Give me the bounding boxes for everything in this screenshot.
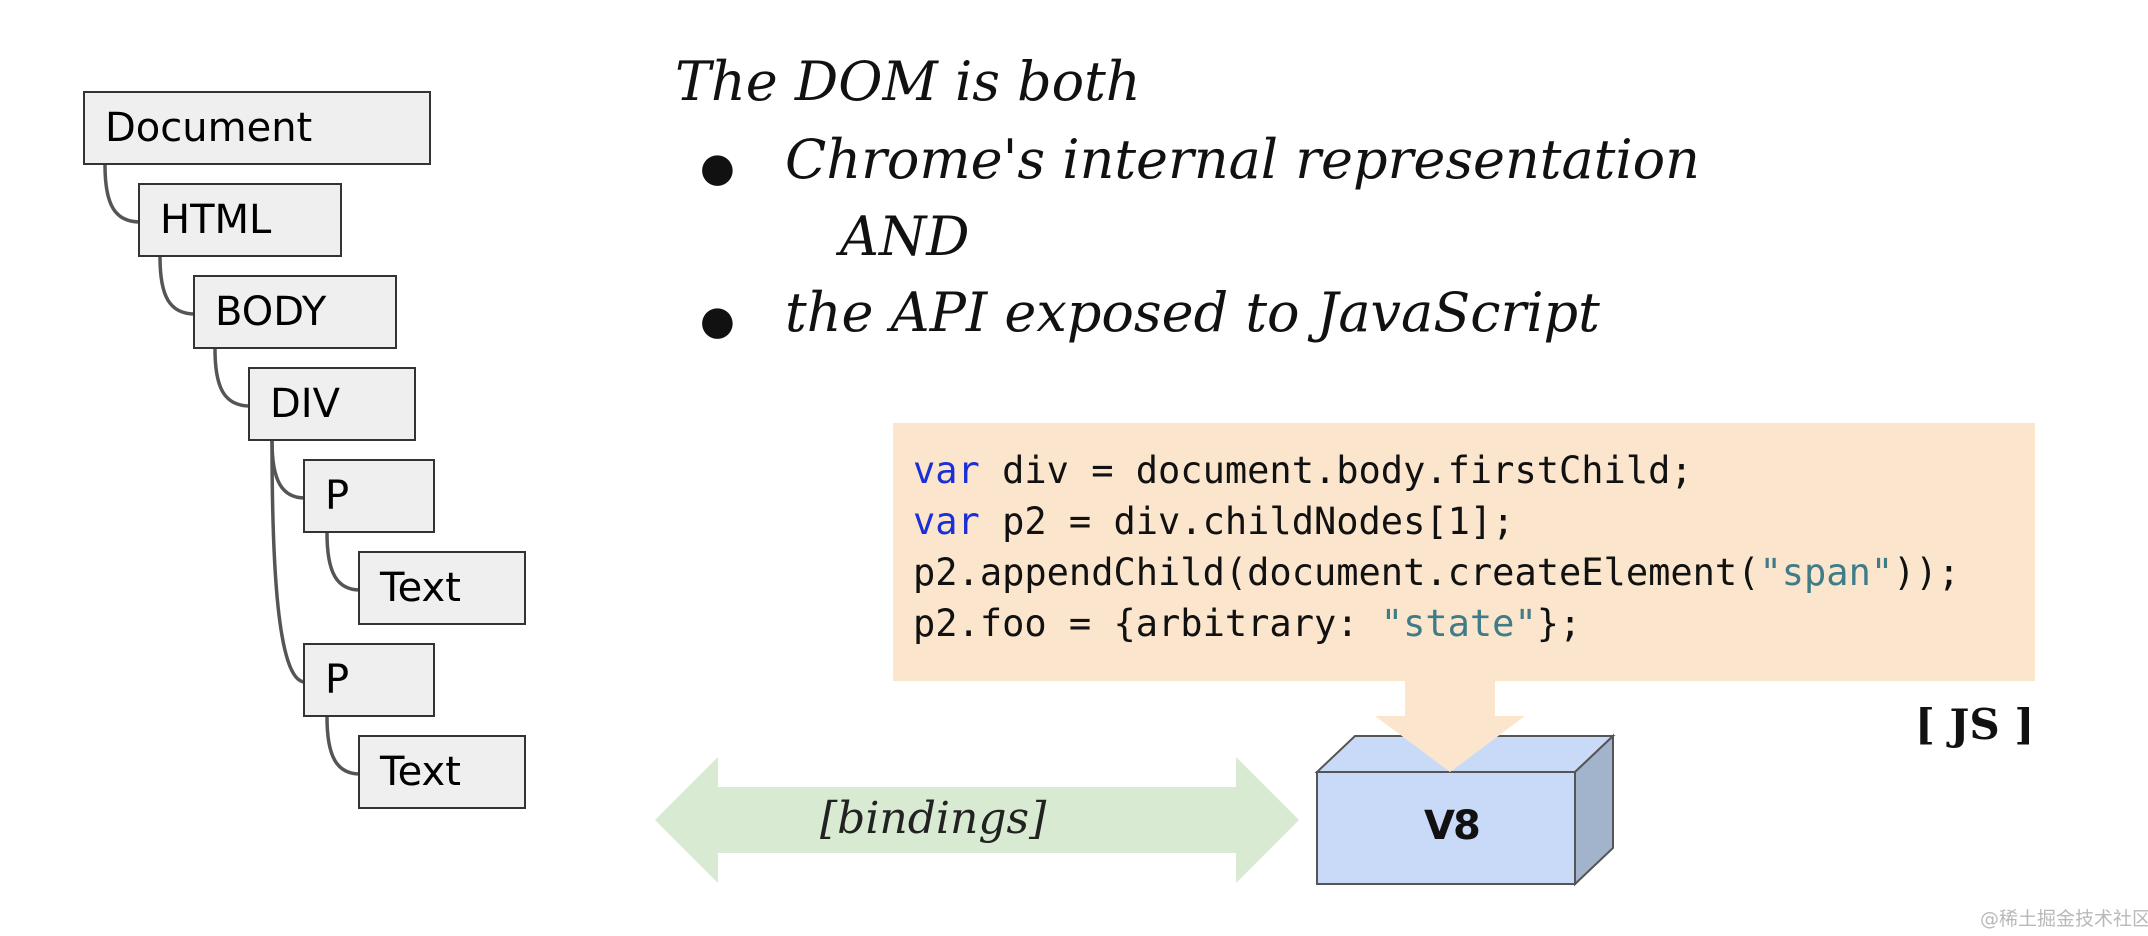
code-text: )); xyxy=(1893,551,1960,594)
code-string: "state" xyxy=(1380,602,1537,645)
bindings-label: [bindings] xyxy=(820,793,1047,844)
code-string: "span" xyxy=(1759,551,1894,594)
code-text: }; xyxy=(1536,602,1582,645)
code-keyword: var xyxy=(913,500,980,543)
code-text: p2.appendChild(document.createElement( xyxy=(913,551,1760,594)
v8-box-front xyxy=(1316,771,1576,885)
js-down-arrow xyxy=(1375,681,1525,772)
tree-node-text2: Text xyxy=(358,735,526,809)
code-line-1: var div = document.body.firstChild; xyxy=(913,445,2035,496)
tree-node-p1: P xyxy=(303,459,435,533)
bullet-and: AND xyxy=(840,205,970,268)
connector-p1-text1 xyxy=(325,532,361,592)
connector-document-html xyxy=(103,164,141,224)
tree-node-p2: P xyxy=(303,643,435,717)
code-keyword: var xyxy=(913,449,980,492)
v8-box xyxy=(1314,733,1616,887)
watermark: @稀土掘金技术社区 xyxy=(1980,908,2148,930)
code-box: var div = document.body.firstChild; var … xyxy=(893,423,2035,681)
bullet-api-exposed: the API exposed to JavaScript xyxy=(785,281,1600,344)
tree-node-text1: Text xyxy=(358,551,526,625)
connector-p2-text2 xyxy=(325,716,361,776)
tree-node-div: DIV xyxy=(248,367,416,441)
connector-div-p2 xyxy=(270,440,306,684)
tree-node-body: BODY xyxy=(193,275,397,349)
connector-html-body xyxy=(158,256,196,316)
tree-node-html: HTML xyxy=(138,183,342,257)
bindings-arrow xyxy=(655,757,1299,883)
bullet-marker-2: ● xyxy=(700,298,735,344)
v8-label: V8 xyxy=(1424,803,1481,849)
code-text: p2 = div.childNodes[1]; xyxy=(979,500,1515,543)
tree-node-document: Document xyxy=(83,91,431,165)
bullet-chrome-internal: Chrome's internal representation xyxy=(785,128,1700,191)
code-line-3: p2.appendChild(document.createElement("s… xyxy=(913,547,2035,598)
js-label: [ JS ] xyxy=(1915,700,2035,749)
bullet-marker-1: ● xyxy=(700,145,735,191)
connector-body-div xyxy=(213,348,251,408)
dom-heading: The DOM is both xyxy=(675,50,1141,113)
code-line-2: var p2 = div.childNodes[1]; xyxy=(913,496,2035,547)
code-text: div = document.body.firstChild; xyxy=(979,449,1693,492)
code-line-4: p2.foo = {arbitrary: "state"}; xyxy=(913,598,2035,649)
code-text: p2.foo = {arbitrary: xyxy=(913,602,1381,645)
